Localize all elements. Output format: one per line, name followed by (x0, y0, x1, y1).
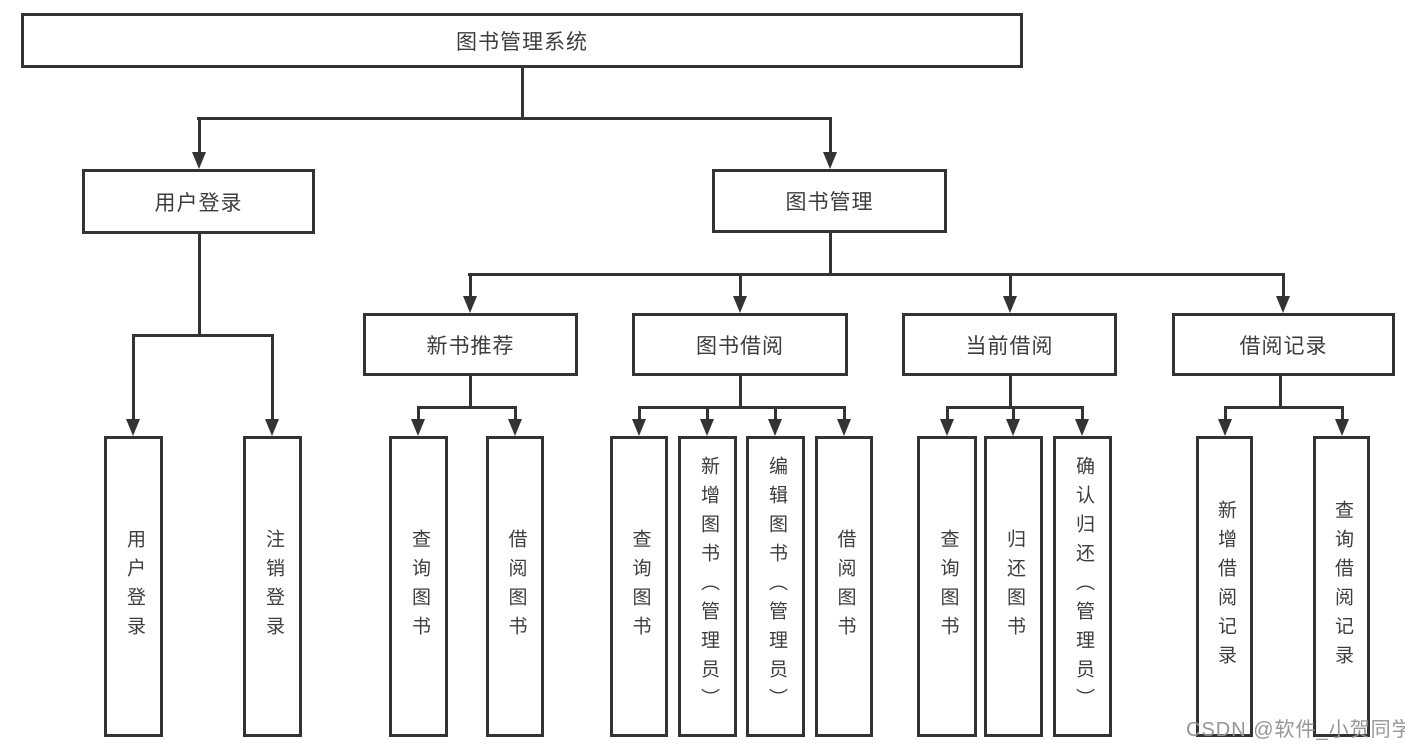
leaf-borrow-books-recommend: 借阅图书 (486, 436, 544, 737)
node-label: 图书管理系统 (456, 30, 588, 54)
leaf-user-login: 用户登录 (104, 436, 163, 737)
node-label: 借阅图书 (505, 528, 527, 645)
node-label: 注销登录 (262, 528, 284, 645)
node-current-borrowing: 当前借阅 (902, 313, 1117, 376)
connector-arrow-stem (946, 406, 949, 421)
connector-arrow-stem (1224, 406, 1227, 421)
connector-vline (739, 376, 742, 409)
arrow-down-icon (411, 419, 425, 436)
arrow-down-icon (1335, 419, 1349, 436)
arrow-down-icon (1006, 419, 1020, 436)
arrow-down-icon (733, 296, 747, 313)
node-label: 新增借阅记录 (1214, 499, 1236, 674)
node-user-login: 用户登录 (82, 169, 315, 234)
connector-hline (1224, 406, 1343, 409)
connector-arrow-stem (1012, 406, 1015, 421)
arrow-down-icon (632, 419, 646, 436)
arrow-down-icon (837, 419, 851, 436)
node-label: 借阅图书 (834, 528, 856, 645)
leaf-add-books-admin: 新增图书（管理员） (678, 436, 737, 737)
arrow-down-icon (700, 419, 714, 436)
node-label: 图书借阅 (696, 334, 784, 358)
node-root-library-system: 图书管理系统 (21, 13, 1023, 68)
connector-arrow-stem (417, 406, 420, 421)
arrow-down-icon (823, 152, 837, 169)
node-label: 新增图书（管理员） (697, 456, 719, 717)
connector-vline (1009, 376, 1012, 409)
node-book-borrowing: 图书借阅 (632, 313, 848, 376)
connector-arrow-stem (1081, 406, 1084, 421)
node-label: 查询借阅记录 (1331, 499, 1353, 674)
arrow-down-icon (940, 419, 954, 436)
arrow-down-icon (463, 296, 477, 313)
connector-hline (197, 117, 832, 120)
node-label: 用户登录 (123, 528, 145, 645)
connector-arrow-stem (469, 273, 472, 298)
connector-hline (468, 273, 1285, 276)
connector-vline (521, 68, 524, 120)
watermark: CSDN @软件_小贺同学 (1186, 719, 1405, 741)
node-borrowing-records: 借阅记录 (1172, 313, 1395, 376)
connector-arrow-stem (774, 406, 777, 421)
node-label: 查询图书 (629, 528, 651, 645)
arrow-down-icon (1218, 419, 1232, 436)
arrow-down-icon (1276, 296, 1290, 313)
leaf-return-books: 归还图书 (984, 436, 1043, 737)
connector-arrow-stem (843, 406, 846, 421)
connector-arrow-stem (514, 406, 517, 421)
connector-arrow-stem (132, 334, 135, 421)
node-label: 当前借阅 (965, 334, 1054, 358)
connector-arrow-stem (1282, 273, 1285, 298)
connector-hline (132, 334, 274, 337)
node-label: 用户登录 (154, 191, 243, 215)
arrow-down-icon (192, 152, 206, 169)
connector-arrow-stem (706, 406, 709, 421)
connector-arrow-stem (638, 406, 641, 421)
arrow-down-icon (1003, 296, 1017, 313)
connector-vline (469, 376, 472, 409)
arrow-down-icon (508, 419, 522, 436)
connector-vline (1279, 376, 1282, 409)
leaf-query-books-recommend: 查询图书 (389, 436, 448, 737)
node-new-book-recommend: 新书推荐 (363, 313, 578, 376)
connector-vline (829, 233, 832, 276)
node-label: 图书管理 (785, 191, 874, 214)
arrow-down-icon (1075, 419, 1089, 436)
node-book-management: 图书管理 (712, 169, 947, 233)
node-label: 编辑图书（管理员） (765, 456, 787, 717)
arrow-down-icon (265, 419, 279, 436)
connector-arrow-stem (739, 273, 742, 298)
connector-hline (417, 406, 516, 409)
leaf-borrow-books: 借阅图书 (815, 436, 873, 737)
node-label: 归还图书 (1003, 528, 1025, 645)
leaf-query-borrow-record: 查询借阅记录 (1313, 436, 1370, 737)
connector-hline (638, 406, 845, 409)
node-label: 查询图书 (408, 528, 430, 645)
connector-vline (198, 234, 201, 337)
leaf-add-borrow-record: 新增借阅记录 (1196, 436, 1253, 737)
leaf-query-books-borrowing: 查询图书 (610, 436, 668, 737)
node-label: 确认归还（管理员） (1072, 456, 1094, 717)
connector-arrow-stem (1341, 406, 1344, 421)
connector-arrow-stem (198, 117, 201, 154)
leaf-edit-books-admin: 编辑图书（管理员） (746, 436, 805, 737)
node-label: 新书推荐 (426, 334, 515, 358)
connector-arrow-stem (1009, 273, 1012, 298)
arrow-down-icon (126, 419, 140, 436)
leaf-confirm-return-admin: 确认归还（管理员） (1053, 436, 1112, 737)
node-label: 借阅记录 (1239, 334, 1328, 358)
connector-arrow-stem (271, 334, 274, 421)
connector-arrow-stem (829, 117, 832, 154)
leaf-logout: 注销登录 (243, 436, 302, 737)
leaf-query-books-current: 查询图书 (917, 436, 977, 737)
arrow-down-icon (768, 419, 782, 436)
node-label: 查询图书 (937, 528, 959, 645)
